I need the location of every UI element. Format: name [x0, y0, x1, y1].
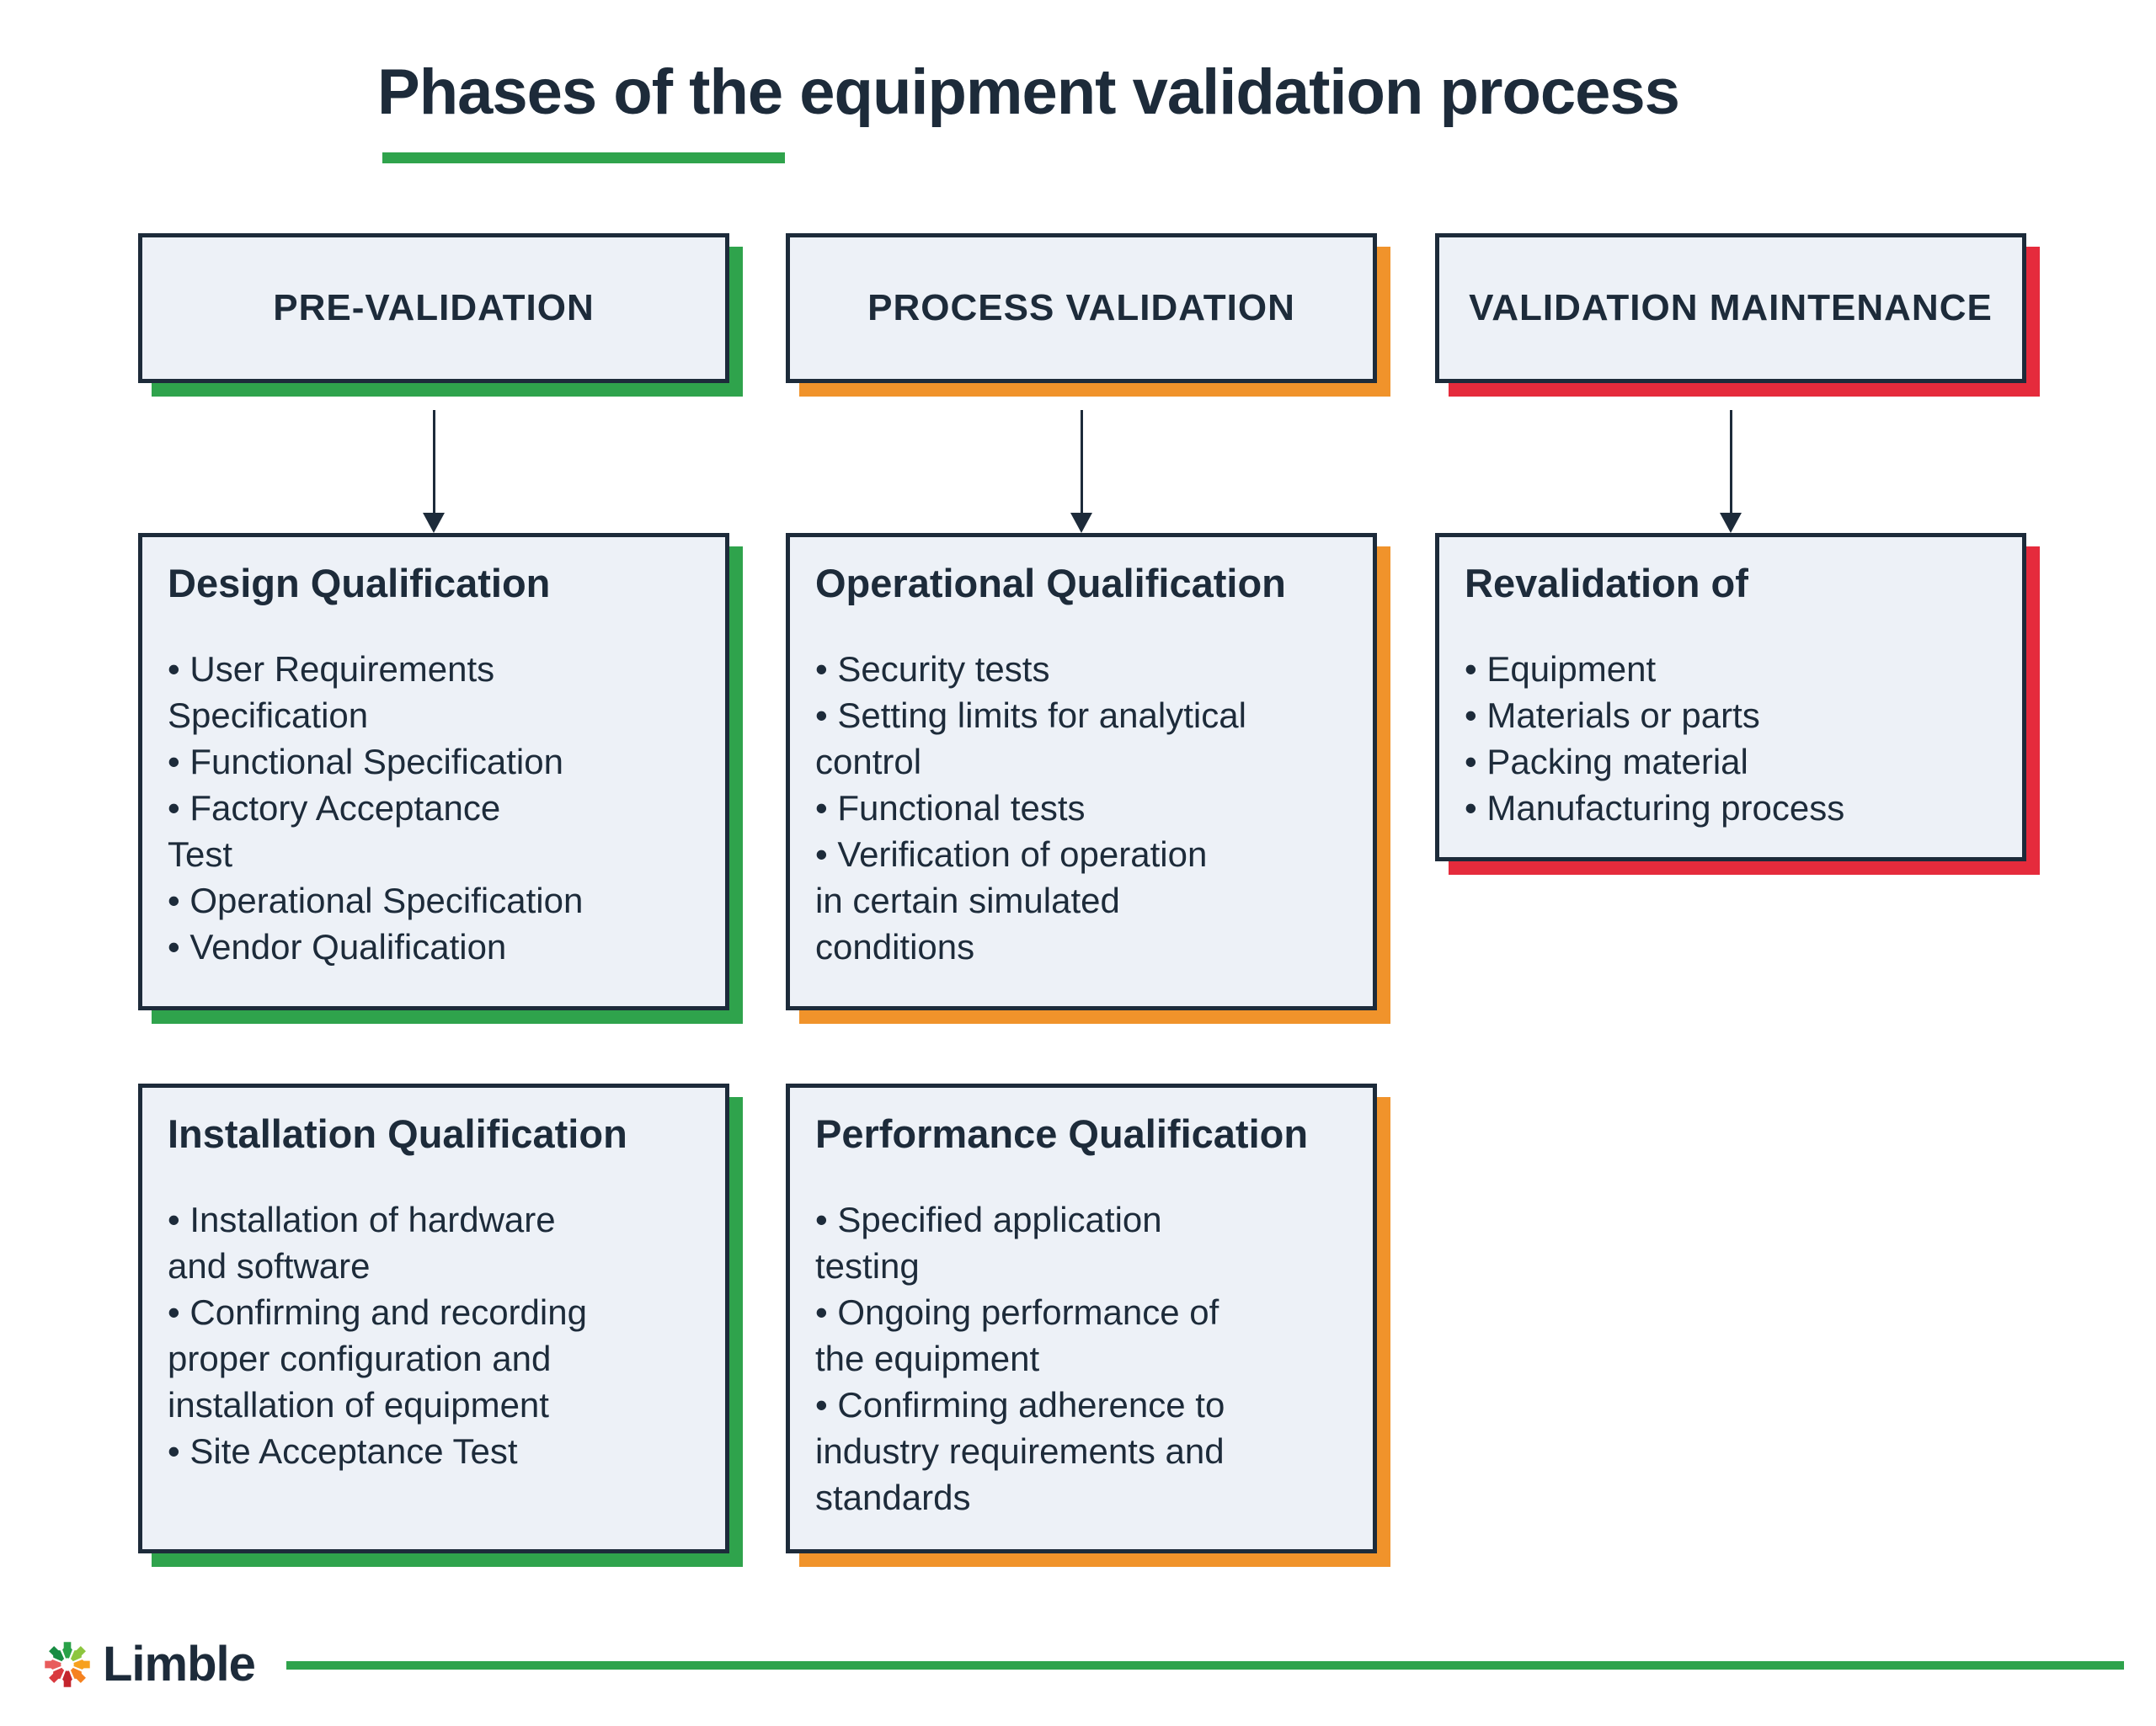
bullet-list: • User Requirements Specification • Funct…: [168, 646, 700, 970]
bullet-item: • Functional tests: [815, 787, 1086, 828]
bullet-item: • Manufacturing process: [1465, 787, 1845, 828]
footer-accent-line: [286, 1661, 2124, 1670]
bullet-item: • Factory Acceptance Test: [168, 787, 501, 874]
header-label-process-validation: PROCESS VALIDATION: [867, 287, 1295, 328]
bullet-item: • Ongoing performance of the equipment: [815, 1292, 1219, 1378]
down-arrow-col3: [1719, 410, 1742, 533]
bullet-item: • Confirming and recording proper config…: [168, 1292, 587, 1425]
bullet-item: • Installation of hardware and software: [168, 1199, 556, 1286]
arrow-line: [1080, 410, 1083, 513]
page-title: Phases of the equipment validation proce…: [377, 56, 1680, 128]
content-box-revalidation: Revalidation of • Equipment • Materials o…: [1435, 533, 2040, 875]
content-box-installation-qualification: Installation Qualification • Installatio…: [138, 1084, 743, 1567]
header-box-process-validation: PROCESS VALIDATION: [786, 233, 1390, 397]
content-box-performance-qualification: Performance Qualification • Specified ap…: [786, 1084, 1390, 1567]
content-box-design-qualification: Design Qualification • User Requirements…: [138, 533, 743, 1024]
box-title: Performance Qualification: [815, 1111, 1309, 1156]
content-panel: Design Qualification • User Requirements…: [138, 533, 729, 1010]
content-panel: Revalidation of • Equipment • Materials o…: [1435, 533, 2026, 861]
bullet-item: • User Requirements Specification: [168, 648, 495, 735]
content-box-operational-qualification: Operational Qualification • Security tes…: [786, 533, 1390, 1024]
bullet-item: • Vendor Qualification: [168, 926, 507, 967]
bullet-item: • Operational Specification: [168, 880, 584, 920]
bullet-item: • Setting limits for analytical control: [815, 695, 1246, 781]
down-arrow-col1: [422, 410, 446, 533]
limble-gear-icon: [43, 1640, 92, 1689]
bullet-item: • Confirming adherence to industry requi…: [815, 1384, 1225, 1517]
bullet-list: • Security tests • Setting limits for ana…: [815, 646, 1348, 970]
box-title: Revalidation of: [1465, 561, 1748, 605]
header-panel: PROCESS VALIDATION: [786, 233, 1377, 383]
bullet-list: • Specified application testing• Ongoing…: [815, 1196, 1348, 1521]
arrow-head-icon: [1720, 513, 1742, 533]
bullet-item: • Site Acceptance Test: [168, 1430, 518, 1471]
bullet-list: • Equipment • Materials or parts • Packing…: [1465, 646, 1997, 831]
arrow-head-icon: [1070, 513, 1092, 533]
content-panel: Installation Qualification • Installatio…: [138, 1084, 729, 1553]
down-arrow-col2: [1070, 410, 1093, 533]
bullet-item: • Functional Specification: [168, 741, 563, 781]
header-box-validation-maintenance: VALIDATION MAINTENANCE: [1435, 233, 2040, 397]
box-title: Installation Qualification: [168, 1111, 627, 1156]
box-title: Design Qualification: [168, 561, 551, 605]
header-box-pre-validation: PRE-VALIDATION: [138, 233, 743, 397]
bullet-list: • Installation of hardware and software•…: [168, 1196, 700, 1474]
header-label-pre-validation: PRE-VALIDATION: [273, 287, 595, 328]
brand-logo: Limble: [40, 1635, 256, 1694]
content-panel: Performance Qualification • Specified ap…: [786, 1084, 1377, 1553]
header-panel: VALIDATION MAINTENANCE: [1435, 233, 2026, 383]
box-title: Operational Qualification: [815, 561, 1286, 605]
arrow-head-icon: [423, 513, 445, 533]
header-panel: PRE-VALIDATION: [138, 233, 729, 383]
arrow-line: [432, 410, 435, 513]
brand-name: Limble: [103, 1637, 256, 1691]
content-panel: Operational Qualification • Security tes…: [786, 533, 1377, 1010]
arrow-line: [1729, 410, 1732, 513]
header-label-validation-maintenance: VALIDATION MAINTENANCE: [1469, 287, 1993, 328]
bullet-item: • Equipment: [1465, 648, 1657, 689]
bullet-item: • Security tests: [815, 648, 1050, 689]
bullet-item: • Specified application testing: [815, 1199, 1162, 1286]
bullet-item: • Verification of operation in certain s…: [815, 834, 1208, 967]
title-underline: [382, 152, 785, 163]
bullet-item: • Packing material: [1465, 741, 1748, 781]
bullet-item: • Materials or parts: [1465, 695, 1760, 735]
